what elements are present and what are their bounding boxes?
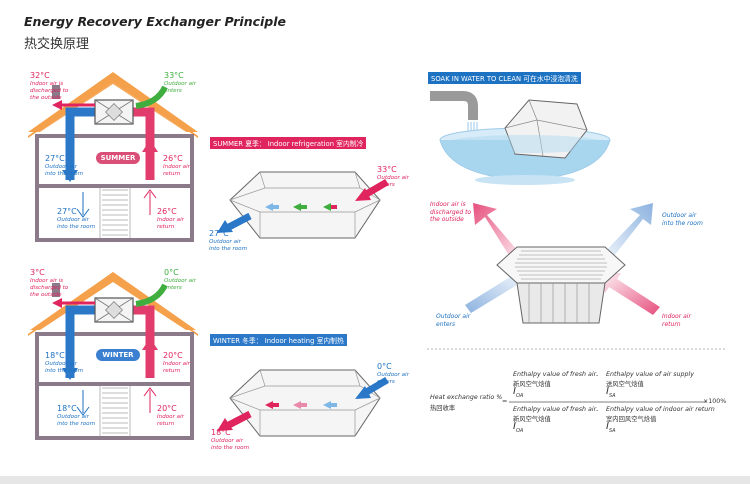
summer-outdoor-arrow: [135, 85, 168, 109]
bottom-bar: [0, 476, 750, 484]
formula-minus-2: -: [596, 407, 599, 414]
core-exhaust-text: Indoor air is discharged to the outside: [430, 201, 472, 223]
summer-return-duct: [132, 107, 155, 180]
summer-return-lower-text: Indoor air return: [157, 217, 184, 230]
winter-return-arrow-upper: [142, 338, 158, 350]
summer-exhaust-temp: 32°C: [30, 71, 50, 80]
formula-den-a-cn: 新风空气焓值: [513, 416, 551, 423]
summer-core-arrow-1: [323, 203, 331, 211]
winter-house-diagram: [28, 272, 198, 440]
core-supply-arrow: [600, 203, 653, 265]
summer-return-upper-temp: 26°C: [163, 154, 183, 163]
winter-supply-duct: [65, 305, 95, 378]
formula-num-b-cn: 送风空气焓值: [606, 381, 644, 388]
summer-supply-upper-text: Outdoor air into the room: [45, 164, 84, 177]
summer-stairs: [99, 188, 131, 238]
formula-den-b-sym: ISA: [606, 421, 616, 434]
winter-return-lower-text: Indoor air return: [157, 414, 184, 427]
winter-core-in-text: Outdoor air enters: [377, 372, 409, 385]
formula-ratio-label-cn: 热回收率: [430, 405, 456, 412]
winter-outdoor-arrow: [135, 283, 168, 307]
summer-core-in-text: Outdoor air enters: [377, 175, 409, 188]
summer-return-arrow-upper: [142, 140, 158, 152]
winter-return-upper-temp: 20°C: [163, 351, 183, 360]
formula-num-a: Enthalpy value of fresh air: [513, 371, 597, 378]
formula-den-b: Enthalpy value of indoor air return: [606, 406, 715, 413]
formula-num-b: Enthalpy value of air supply: [606, 371, 694, 378]
formula-num-b-sym: ISA: [606, 386, 616, 399]
summer-house-diagram: [28, 72, 198, 242]
summer-core-in-temp: 33°C: [377, 165, 397, 174]
winter-supply-lower-text: Outdoor air into the room: [57, 414, 96, 427]
faucet-icon: [430, 91, 478, 120]
summer-season-badge: SUMMER: [96, 152, 140, 164]
summer-supply-duct: [65, 107, 95, 180]
formula-dividers: [427, 348, 725, 403]
winter-supply-arrow-upper: [62, 368, 78, 380]
winter-exhaust-temp: 3°C: [30, 268, 45, 277]
core-indoor-return-text: Indoor air return: [662, 313, 691, 328]
summer-core-diagram: [217, 171, 389, 239]
formula-den-a-sym: IOA: [513, 421, 524, 434]
formula-den-a: Enthalpy value of fresh air: [513, 406, 597, 413]
formula-num-a-sym: IOA: [513, 386, 524, 399]
summer-core-arrow-2: [293, 203, 301, 211]
summer-supply-lower-temp: 27°C: [57, 207, 77, 216]
summer-outdoor-temp: 33°C: [164, 71, 184, 80]
formula-ratio-label: Heat exchange ratio %: [430, 394, 503, 401]
winter-core-arrow-3: [265, 401, 273, 409]
summer-return-lower-temp: 26°C: [157, 207, 177, 216]
winter-banner: WINTER 冬季： Indoor heating 室内制热: [210, 334, 347, 346]
soak-banner: SOAK IN WATER TO CLEAN 可在水中浸泡清洗: [428, 72, 581, 84]
summer-core-out-arrow: [225, 212, 252, 232]
formula-minus-1: -: [596, 372, 599, 379]
soak-diagram: [430, 91, 611, 185]
summer-banner: SUMMER 夏季： Indoor refrigeration 室内制冷: [210, 137, 367, 149]
formula-equals: =: [502, 398, 508, 405]
formula-num-a-cn: 新风空气焓值: [513, 381, 551, 388]
winter-outdoor-temp: 0°C: [164, 268, 179, 277]
summer-core-out-temp: 27°C: [209, 229, 229, 238]
winter-supply-upper-text: Outdoor air into the room: [45, 361, 84, 374]
winter-return-duct: [132, 305, 155, 378]
summer-supply-lower-text: Outdoor air into the room: [57, 217, 96, 230]
winter-core-out-arrow: [225, 410, 252, 430]
core-outdoor-in-text: Outdoor air enters: [436, 313, 471, 328]
page-title: Energy Recovery Exchanger Principle: [24, 14, 287, 29]
summer-exhaust-text: Indoor air is discharged to the outside: [30, 81, 69, 101]
formula-den-b-cn: 室内回风空气焓值: [606, 416, 657, 423]
core-supply-text: Outdoor air into the room: [662, 212, 703, 227]
summer-core-out-text: Outdoor air into the room: [209, 239, 248, 252]
winter-core-arrow-2: [293, 401, 301, 409]
winter-outdoor-text: Outdoor air enters: [164, 278, 196, 291]
winter-supply-upper-temp: 18°C: [45, 351, 65, 360]
winter-exhaust-text: Indoor air is discharged to the outside: [30, 278, 69, 298]
summer-core-arrow-3: [265, 203, 273, 211]
winter-supply-lower-temp: 18°C: [57, 404, 77, 413]
summer-outdoor-text: Outdoor air enters: [164, 81, 196, 94]
winter-stairs: [99, 386, 131, 436]
core-airflow-diagram: [465, 203, 660, 324]
winter-core-out-text: Outdoor air into the room: [211, 438, 250, 451]
winter-core-diagram: [217, 369, 389, 437]
core-block: [496, 246, 626, 284]
winter-core-out-temp: 18°C: [211, 428, 231, 437]
summer-return-upper-text: Indoor air return: [163, 164, 190, 177]
page-subtitle: 热交换原理: [24, 37, 90, 52]
summer-supply-upper-temp: 27°C: [45, 154, 65, 163]
winter-core-in-temp: 0°C: [377, 362, 392, 371]
winter-core-arrow-1: [323, 401, 331, 409]
winter-return-lower-temp: 20°C: [157, 404, 177, 413]
winter-season-badge: WINTER: [96, 349, 140, 361]
winter-return-upper-text: Indoor air return: [163, 361, 190, 374]
core-exhaust-arrow: [473, 203, 523, 265]
core-indoor-return-arrow: [599, 273, 660, 315]
formula-times: ×100%: [703, 398, 727, 405]
core-outdoor-in-arrow: [465, 271, 527, 313]
